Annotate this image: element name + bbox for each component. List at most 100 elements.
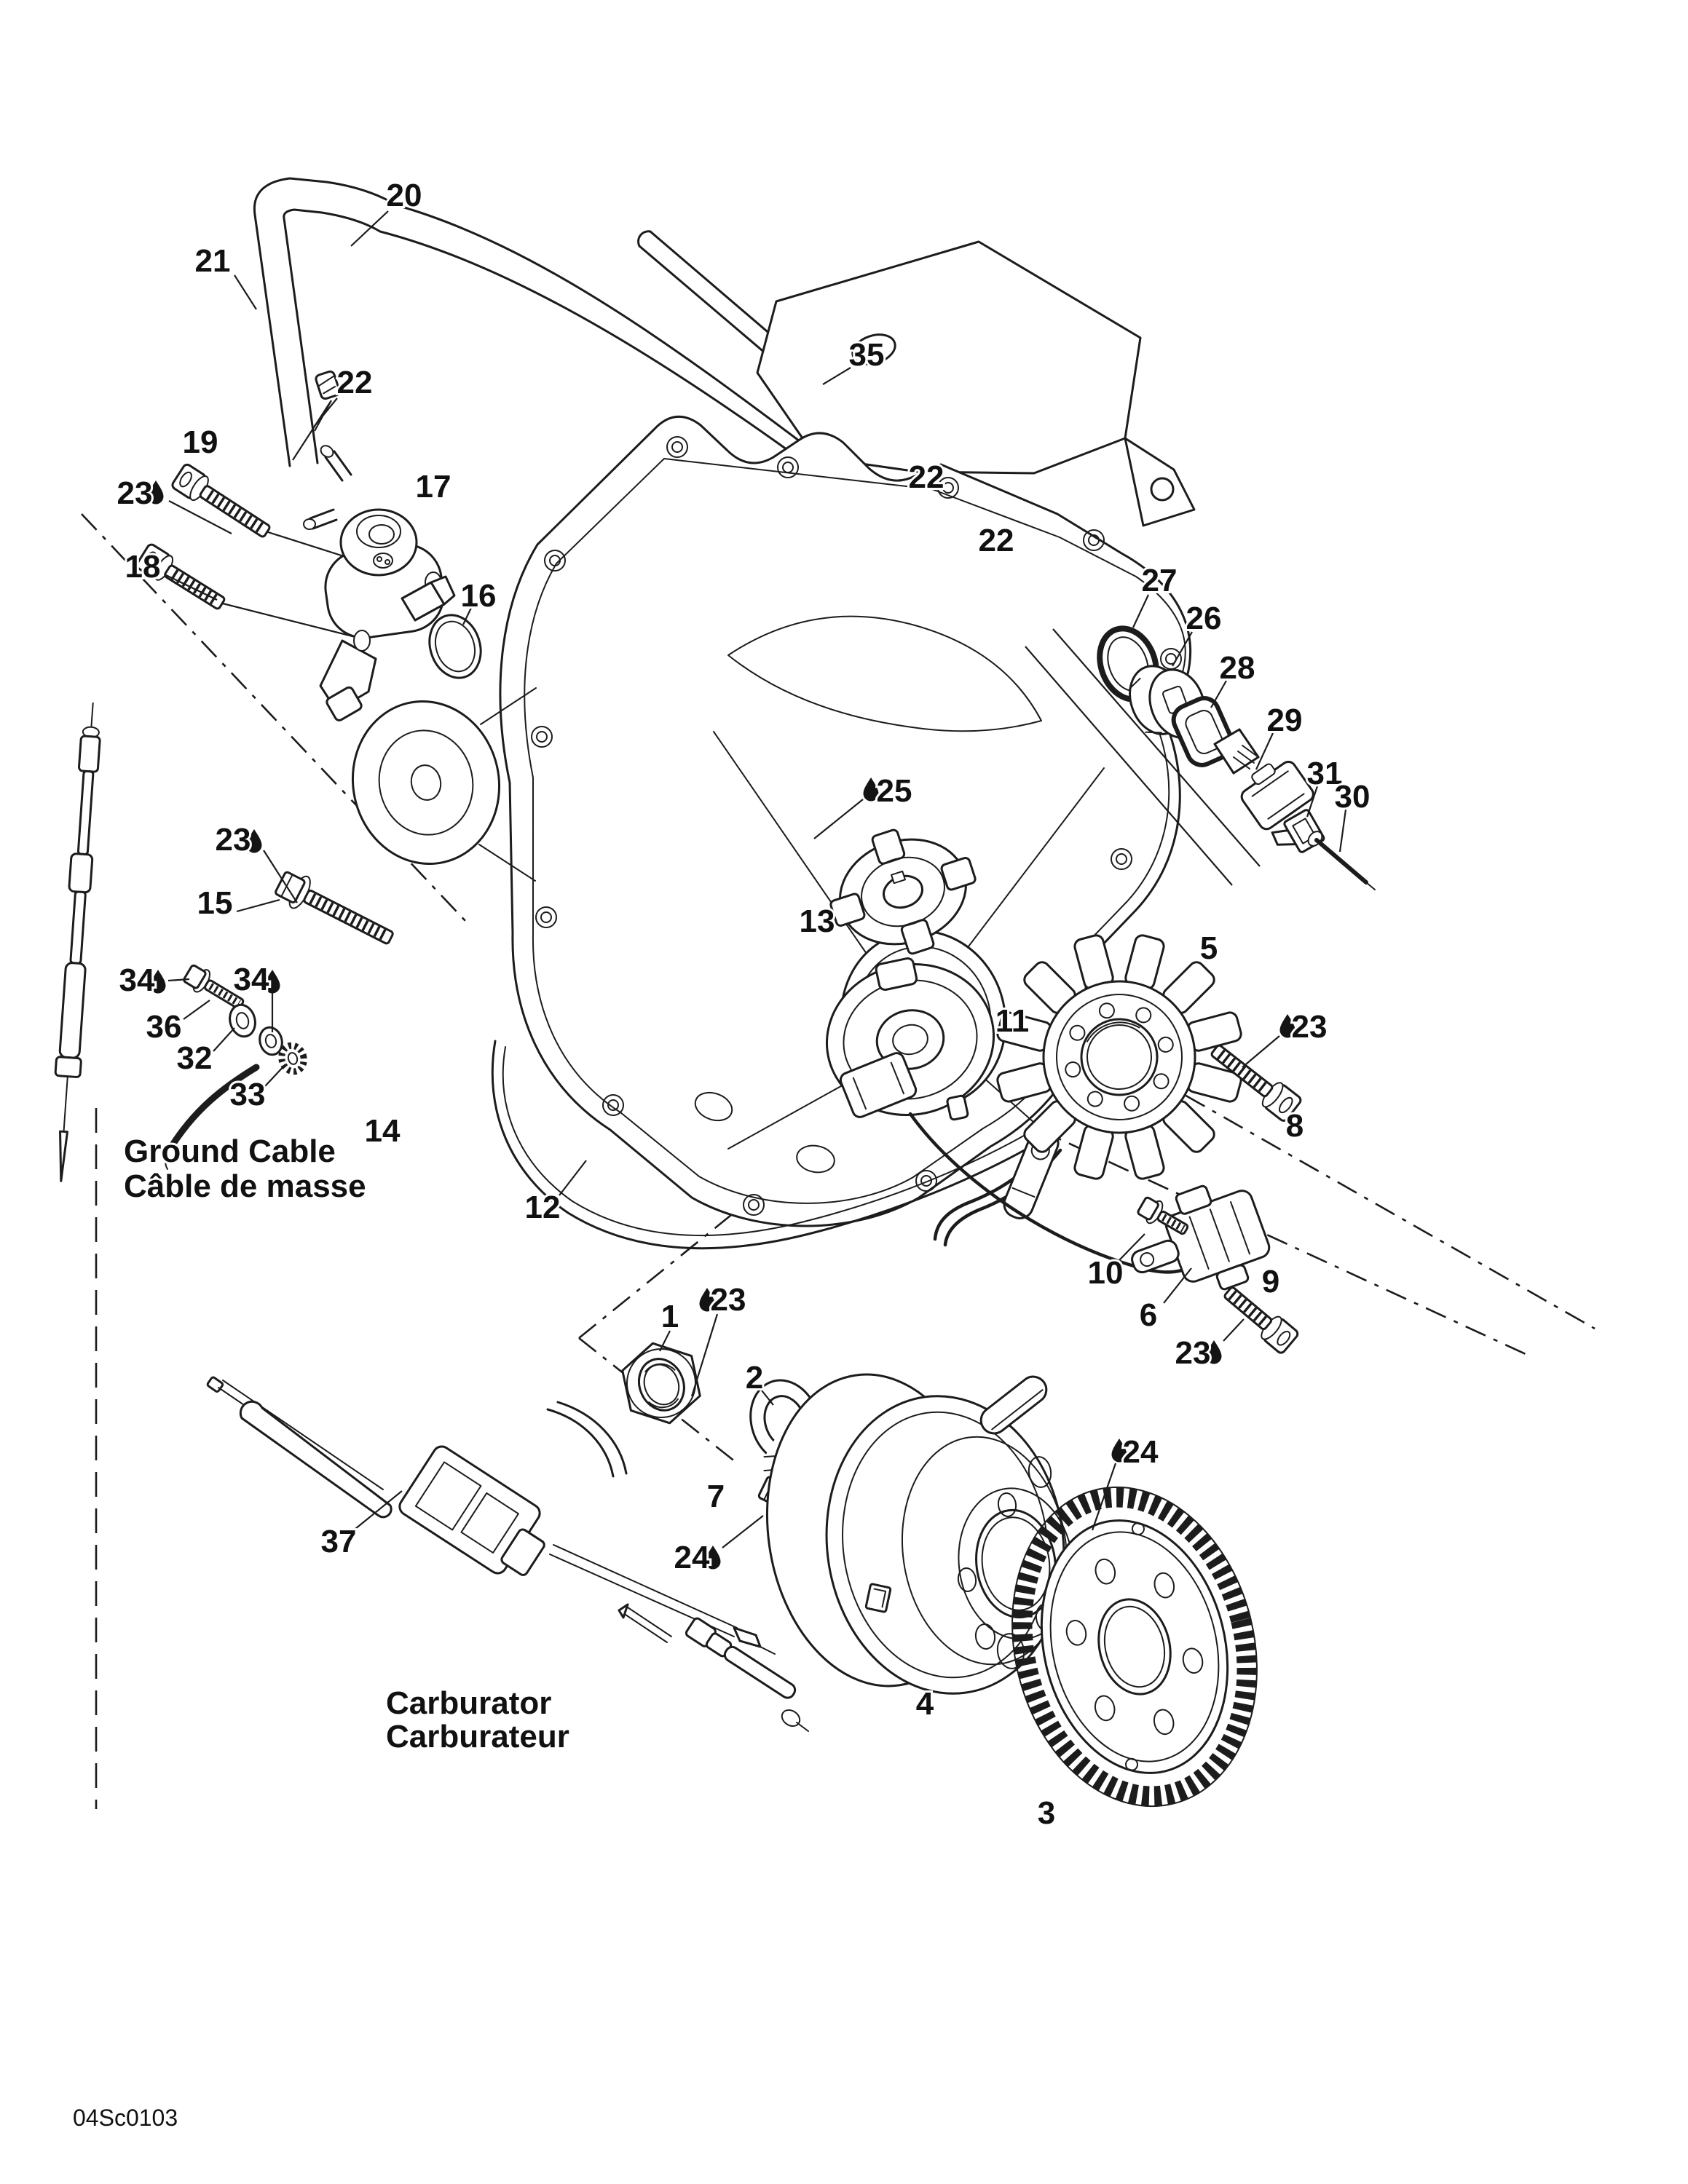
leader-line-22a	[314, 397, 338, 427]
leader-line-23d	[1223, 1318, 1245, 1342]
part-callout-10: 10	[1088, 1255, 1124, 1291]
oil-drop-icon	[264, 970, 280, 994]
leader-line-1	[659, 1330, 671, 1352]
part-callout-23c: 23	[216, 822, 251, 858]
part-pin-30	[1307, 831, 1376, 890]
part-callout-33: 33	[230, 1077, 266, 1112]
part-callout-19: 19	[183, 424, 218, 460]
oil-drop-icon	[150, 970, 166, 994]
part-callout-16: 16	[461, 578, 497, 614]
leader-line-37	[355, 1490, 403, 1530]
part-callout-11: 11	[995, 1003, 1030, 1039]
leader-line-29	[1255, 732, 1274, 770]
part-nut-1	[621, 1342, 701, 1425]
part-stator	[996, 934, 1242, 1180]
leader-line-18	[165, 574, 218, 601]
part-callout-7: 7	[707, 1479, 725, 1514]
part-callout-23b: 23	[1292, 1009, 1328, 1045]
leader-line-35	[822, 367, 851, 385]
part-connector-29	[1213, 728, 1314, 831]
part-callout-28: 28	[1220, 650, 1255, 686]
leader-line-25	[813, 799, 864, 839]
part-callout-8: 8	[1286, 1108, 1304, 1144]
part-callout-26: 26	[1186, 601, 1222, 636]
part-callout-34a: 34	[119, 962, 155, 998]
oil-drop-icon	[1206, 1340, 1222, 1364]
part-ignition-coil	[1131, 1184, 1271, 1291]
part-callout-3: 3	[1038, 1795, 1055, 1831]
leader-line-36	[183, 1000, 210, 1020]
part-callout-5: 5	[1200, 930, 1218, 966]
leader-line-16	[462, 607, 472, 625]
part-callout-23e: 23	[711, 1282, 746, 1318]
part-callout-22a: 22	[337, 365, 373, 400]
part-ground-cable	[168, 1064, 260, 1150]
part-callout-31: 31	[1307, 756, 1343, 791]
carburator-fr: Carburateur	[386, 1719, 569, 1754]
part-bolt-8	[1210, 1044, 1302, 1122]
leader-line-28	[1210, 680, 1227, 708]
leader-line-24b	[1091, 1463, 1117, 1531]
ground-cable-en: Ground Cable	[124, 1133, 336, 1169]
ground-cable-fr: Câble de masse	[124, 1168, 366, 1204]
part-callout-37: 37	[321, 1524, 357, 1559]
leader-line-31	[1306, 786, 1319, 818]
part-callout-15: 15	[197, 885, 233, 921]
part-callout-25: 25	[877, 773, 912, 809]
part-callout-29: 29	[1267, 703, 1303, 738]
part-callout-6: 6	[1140, 1297, 1157, 1333]
page-code: 04Sc0103	[73, 2105, 178, 2131]
part-callout-20: 20	[387, 178, 422, 213]
leader-line-12	[559, 1160, 587, 1196]
part-callout-4: 4	[916, 1686, 934, 1722]
leader-line-27	[1132, 594, 1149, 628]
part-o-ring-16	[428, 614, 482, 679]
part-washer-34b	[259, 1026, 283, 1056]
leader-line-23e	[690, 1313, 719, 1397]
part-bolt-9	[1223, 1286, 1299, 1354]
leader-line-10	[1118, 1233, 1145, 1262]
leader-line-33	[264, 1064, 286, 1087]
part-callout-18: 18	[125, 549, 161, 585]
part-callout-22b: 22	[909, 459, 944, 495]
leader-line-21	[234, 274, 257, 310]
leader-line-15	[236, 898, 280, 913]
part-ring-gear	[1011, 1486, 1258, 1808]
part-callout-27: 27	[1142, 563, 1178, 598]
part-callout-1: 1	[661, 1299, 679, 1334]
part-callout-9: 9	[1262, 1264, 1279, 1299]
oil-drop-icon	[699, 1288, 715, 1312]
part-callout-14: 14	[365, 1113, 401, 1149]
part-callout-24a: 24	[674, 1540, 710, 1575]
part-washer-32	[229, 1003, 256, 1038]
leader-line-30	[1338, 809, 1347, 852]
part-armature-plate	[825, 957, 995, 1121]
leader-line-6	[1163, 1267, 1192, 1304]
part-callout-22c: 22	[979, 523, 1014, 558]
part-flywheel	[765, 1373, 1074, 1695]
leader-line-20	[350, 210, 389, 247]
leader-line-23a	[168, 500, 232, 534]
part-bolt-15	[275, 871, 394, 945]
leader-line-32	[213, 1027, 235, 1052]
carburator-en: Carburator	[386, 1685, 551, 1721]
part-hose-clamp	[315, 370, 341, 400]
leader-line-23b	[1242, 1035, 1280, 1068]
part-lock-washer-33	[278, 1042, 307, 1075]
oil-drop-icon	[246, 829, 262, 853]
part-carb-cable-assembly	[206, 1376, 809, 1732]
part-callout-21: 21	[195, 243, 231, 279]
callout-layer: 2021221923181716352222272628293130251352…	[73, 175, 1372, 2131]
leader-line-34a	[167, 978, 190, 982]
part-callout-30: 30	[1335, 779, 1370, 815]
part-callout-17: 17	[416, 469, 451, 505]
oil-drop-icon	[148, 480, 164, 505]
oil-drop-icon	[705, 1546, 721, 1570]
part-bolt-19	[171, 463, 271, 538]
oil-drop-icon	[1111, 1439, 1127, 1463]
oil-drop-icon	[1279, 1014, 1295, 1038]
part-callout-23d: 23	[1175, 1335, 1211, 1371]
part-bolt-18	[135, 543, 226, 610]
